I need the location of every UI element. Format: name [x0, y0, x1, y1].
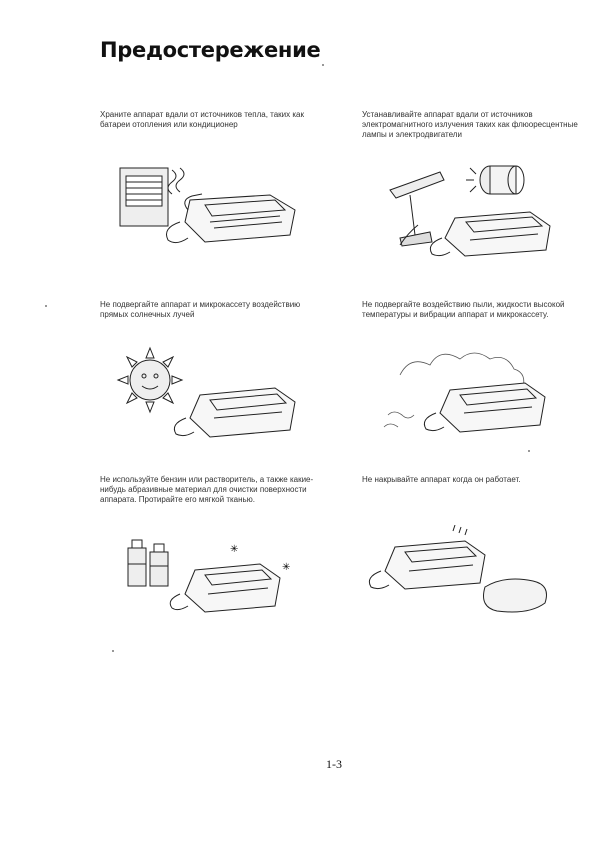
caution-dust-text: Не подвергайте воздействию пыли, жидкост…	[362, 300, 565, 319]
fax-machine-icon	[169, 563, 281, 613]
scan-speck	[528, 450, 530, 452]
lamp-icon	[389, 171, 445, 247]
cover-illustration	[355, 525, 555, 625]
solvent-illustration: ✳ ✳	[120, 530, 300, 620]
scan-speck	[322, 64, 324, 66]
sunlight-illustration	[110, 340, 310, 450]
caution-sunlight-text: Не подвергайте аппарат и микрокассету во…	[100, 300, 301, 319]
fax-machine-icon	[368, 525, 486, 590]
caution-magnetic-text: Устанавливайте аппарат вдали от источник…	[362, 110, 578, 139]
motor-icon	[466, 165, 525, 195]
caution-cover-text: Не накрывайте аппарат когда он работает.	[362, 475, 521, 484]
fax-machine-icon	[429, 211, 551, 257]
cloth-icon	[483, 578, 547, 613]
solvent-bottles-icon	[127, 539, 169, 587]
caution-solvent-text: Не используйте бензин или растворитель, …	[100, 475, 314, 504]
page-number: 1-3	[326, 757, 342, 771]
magnetic-source-illustration	[370, 150, 560, 260]
dust-illustration	[380, 335, 560, 445]
sparkle-icon: ✳	[282, 562, 290, 573]
scan-speck	[112, 650, 114, 652]
page-title: Предостережение	[100, 38, 321, 62]
fax-machine-icon	[173, 387, 296, 438]
fax-machine-icon	[423, 382, 546, 433]
fax-machine-icon	[166, 193, 296, 244]
sun-icon	[116, 346, 184, 414]
caution-heat-text: Храните аппарат вдали от источников тепл…	[100, 110, 304, 129]
sparkle-icon: ✳	[230, 544, 238, 555]
heat-source-illustration	[110, 150, 310, 250]
heater-icon	[119, 167, 185, 227]
scan-speck	[45, 305, 47, 307]
